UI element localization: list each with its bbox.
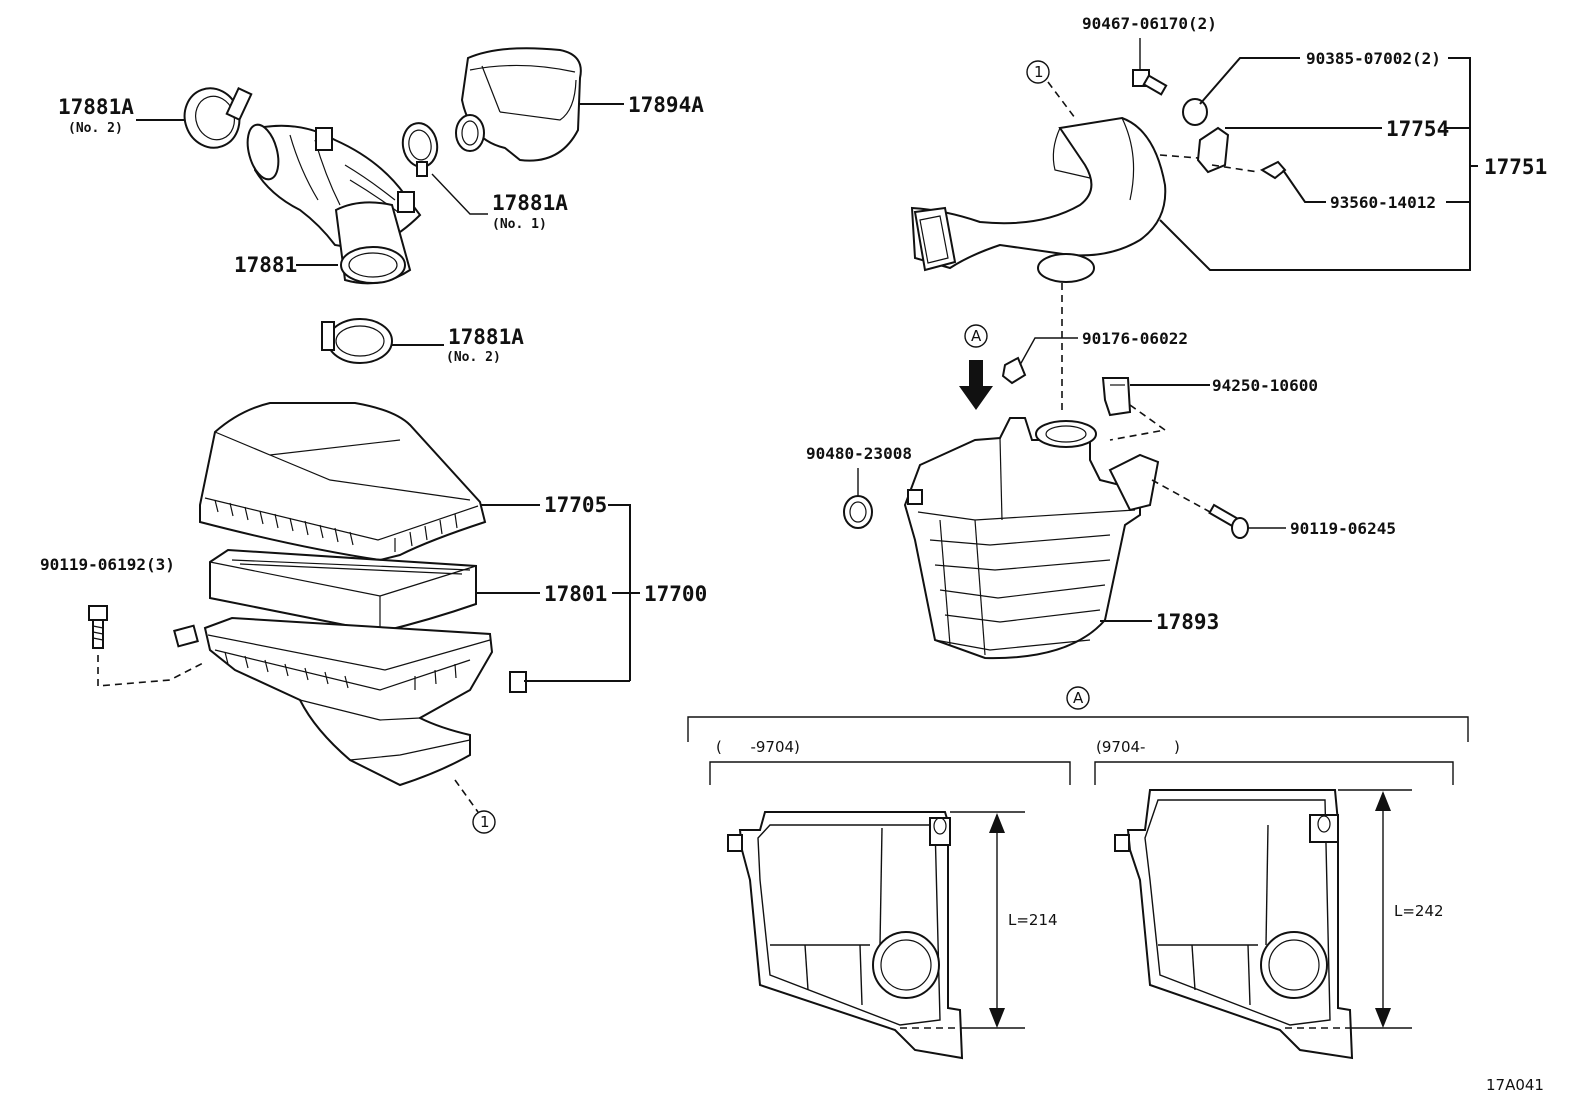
label-17881A-no2-bottom-sub: (No. 2)	[446, 350, 501, 365]
dim-arrowhead-right-top	[1375, 791, 1391, 811]
label-17881A-no1-sub: (No. 1)	[492, 217, 547, 232]
dim-arrowhead-left-bottom	[989, 1008, 1005, 1028]
bracket-17754	[1196, 126, 1230, 174]
case-ribs	[224, 651, 457, 690]
bracket-17700	[608, 504, 640, 681]
label-circle-A-top: A	[971, 327, 982, 345]
label-17881A-no2-top-sub: (No. 2)	[68, 121, 123, 136]
detail-bracket-outer	[687, 716, 1469, 742]
label-17751: 17751	[1484, 155, 1547, 179]
label-circle-A-detail: A	[1073, 689, 1084, 707]
detail-bracket-left	[709, 761, 1071, 785]
nut-90385-07002	[1182, 98, 1208, 126]
air-cleaner-cap	[199, 402, 487, 562]
circle-ref-A-top	[964, 324, 988, 348]
circle-ref-A-detail	[1066, 686, 1090, 710]
connector-circle1-right	[1047, 81, 1076, 119]
circle-ref-1-left	[472, 810, 496, 834]
connector-circle1-left	[454, 779, 479, 813]
screw-93560-14012	[1259, 160, 1287, 180]
arrow-A-down	[959, 360, 993, 410]
air-inlet-duct	[910, 116, 1167, 283]
bolt-90467-06170	[1132, 69, 1168, 96]
bolt-90119-06245	[1208, 503, 1249, 539]
leader-93560	[1282, 169, 1326, 203]
label-93560-14012: 93560-14012	[1330, 193, 1436, 212]
cap-ribs	[214, 499, 458, 552]
grommet-90480-23008	[843, 495, 873, 529]
leader-90385	[1199, 57, 1300, 105]
label-90119-06245: 90119-06245	[1290, 519, 1396, 538]
dim-arrowhead-left-top	[989, 813, 1005, 833]
label-90176-06022: 90176-06022	[1082, 329, 1188, 348]
connector-94250	[1109, 404, 1168, 441]
bolt-90119-06192	[88, 605, 108, 649]
label-circle-1-left: 1	[480, 813, 490, 831]
detail-bracket-right	[1094, 761, 1454, 785]
label-17705: 17705	[544, 493, 607, 517]
label-length-left: L=214	[1008, 911, 1058, 929]
intake-resonator	[455, 47, 582, 162]
bracket-17751	[1159, 57, 1478, 271]
label-17754: 17754	[1386, 117, 1449, 141]
label-range-left: ( -9704)	[716, 738, 800, 756]
hose-clamp-no2-top	[183, 87, 253, 149]
clip-90176-06022	[1001, 356, 1027, 385]
label-90385-07002: 90385-07002(2)	[1306, 49, 1441, 68]
bolt-path-left	[97, 655, 206, 687]
label-17894A: 17894A	[628, 93, 704, 117]
detail-box-left	[727, 811, 964, 1060]
hose-clamp-no1	[401, 122, 439, 177]
label-90467-06170: 90467-06170(2)	[1082, 14, 1217, 33]
label-94250-10600: 94250-10600	[1212, 376, 1318, 395]
connector-17754	[1159, 154, 1259, 173]
leader-90176	[1019, 337, 1078, 366]
nut-94250-10600	[1101, 377, 1132, 417]
connector-90119-06245	[1151, 479, 1211, 513]
label-17700: 17700	[644, 582, 707, 606]
air-cleaner-case	[173, 616, 527, 787]
label-range-right: (9704- )	[1096, 738, 1180, 756]
air-cleaner-hose	[246, 123, 422, 285]
label-17893: 17893	[1156, 610, 1219, 634]
resonator-box	[903, 417, 1160, 660]
label-17881A-no2-top: 17881A	[58, 95, 134, 119]
dim-arrowhead-right-bottom	[1375, 1008, 1391, 1028]
label-17881A-no1: 17881A	[492, 191, 568, 215]
label-17801: 17801	[544, 582, 607, 606]
label-diagram-code: 17A041	[1486, 1076, 1544, 1094]
detail-box-right	[1114, 789, 1354, 1060]
leader-17881A-no1	[431, 173, 488, 215]
label-17881: 17881	[234, 253, 297, 277]
label-90119-06192: 90119-06192(3)	[40, 555, 175, 574]
label-17881A-no2-bottom: 17881A	[448, 325, 524, 349]
label-circle-1-right: 1	[1034, 63, 1044, 81]
hose-clamp-no2-bottom	[321, 318, 393, 364]
label-90480-23008: 90480-23008	[806, 444, 912, 463]
label-length-right: L=242	[1394, 902, 1444, 920]
circle-ref-1-right	[1026, 60, 1050, 84]
